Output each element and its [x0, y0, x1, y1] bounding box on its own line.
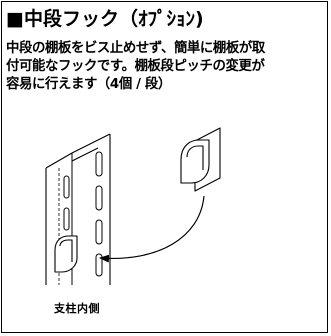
description: 中段の棚板をビス止めせず、簡単に棚板が取 付可能なフックです。棚板段ピッチの変更…	[6, 40, 324, 94]
description-line-2: 付可能なフックです。棚板段ピッチの変更が	[6, 59, 265, 74]
arrow-curve	[99, 195, 205, 263]
section-title: ■中段フック（ｵﾌﾟｼｮﾝ)	[6, 8, 204, 30]
description-line-1: 中段の棚板をビス止めせず、簡単に棚板が取	[6, 41, 265, 56]
illustration-caption: 支柱内側	[54, 302, 100, 315]
description-line-3: 容易に行えます（4個 / 段）	[6, 77, 171, 92]
content-frame	[1, 1, 328, 333]
hook-in-slot	[54, 235, 78, 273]
hook-detail-icon	[180, 127, 221, 192]
